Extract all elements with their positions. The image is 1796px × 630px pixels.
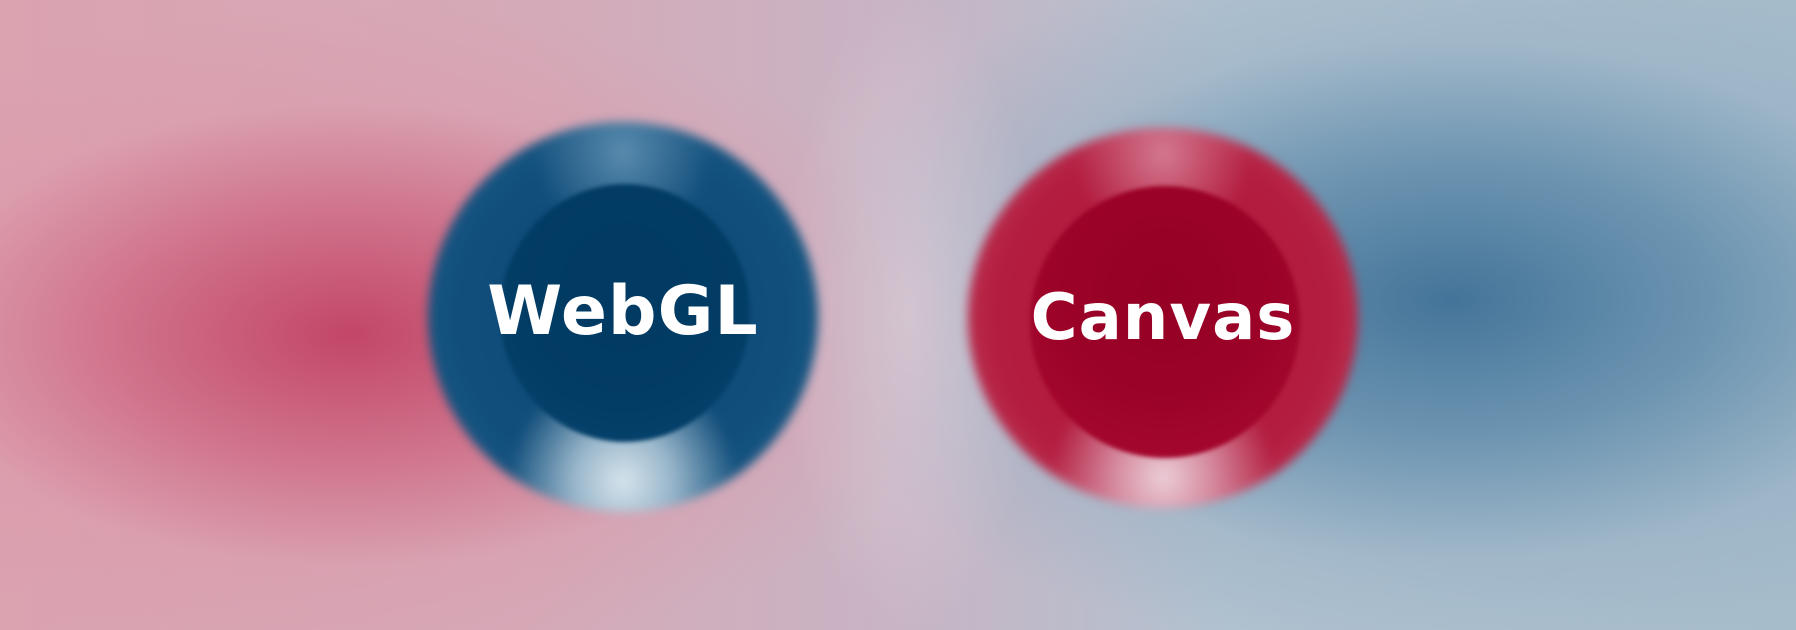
webgl-label: WebGL xyxy=(487,272,759,351)
canvas-label: Canvas xyxy=(1030,281,1296,355)
webgl-orb: WebGL xyxy=(428,122,818,512)
canvas-orb-core xyxy=(1030,186,1300,458)
webgl-orb-core xyxy=(500,184,750,442)
canvas-orb: Canvas xyxy=(968,128,1358,508)
